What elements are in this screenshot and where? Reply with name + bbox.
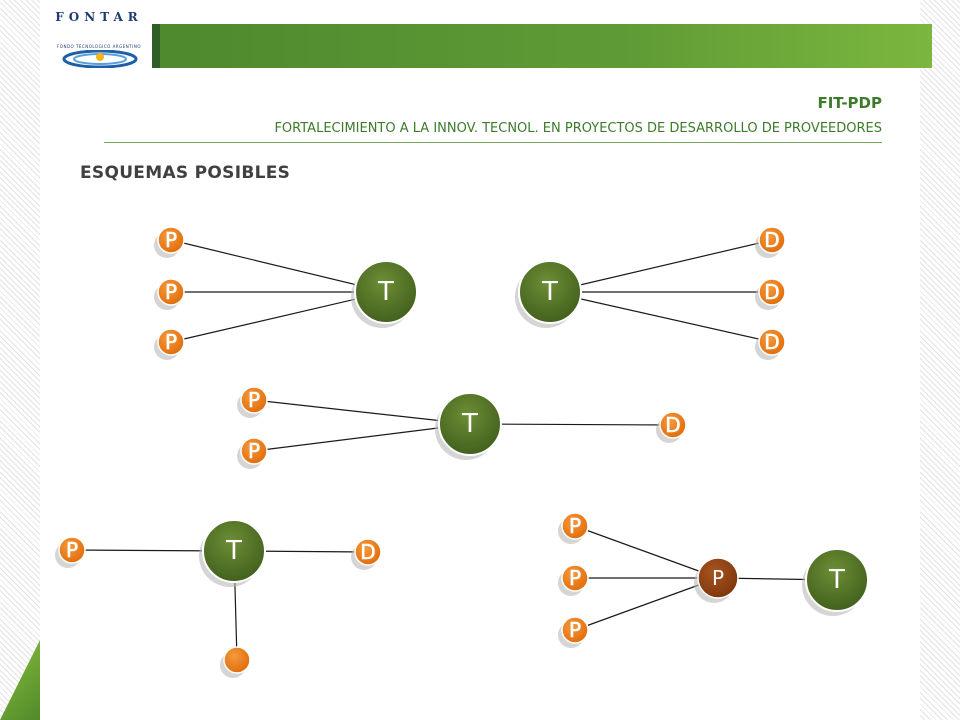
connector-lines (71, 239, 838, 661)
node-p: P (558, 616, 589, 648)
node-circle (240, 437, 268, 465)
left-hatch-border (0, 0, 40, 720)
node-circle (518, 260, 582, 324)
node-t: T (515, 260, 582, 328)
fontar-logo: FONTAR FONDO TECNOLOGICO ARGENTINO (46, 8, 152, 70)
node-p: P (558, 564, 589, 596)
node-label: D (764, 330, 779, 354)
node-circle (758, 226, 786, 254)
connector-line (253, 423, 471, 452)
connector-line (574, 577, 719, 631)
node-t: T (199, 519, 266, 587)
node-p: P (154, 328, 185, 360)
node-label: P (248, 439, 260, 463)
node-p: P (558, 512, 589, 544)
node-circle (561, 616, 589, 644)
node-p: P (237, 437, 268, 469)
node-p: P (694, 557, 739, 603)
node-circle (659, 411, 687, 439)
node-circle (758, 278, 786, 306)
node-circle (157, 328, 185, 356)
node-circles: P P P T T D D D P P T D P T D P P P P T (55, 226, 869, 678)
node-label: D (665, 413, 680, 437)
node-label: P (165, 330, 177, 354)
logo-wordmark: FONTAR (55, 10, 143, 24)
connector-line (574, 525, 719, 579)
node-label: D (764, 228, 779, 252)
node-circle (561, 564, 589, 592)
node-label: P (165, 228, 177, 252)
node-label: T (541, 277, 558, 307)
node-circle (561, 512, 589, 540)
node-label: P (165, 280, 177, 304)
node-p: P (55, 536, 86, 568)
header-green-bar (152, 24, 932, 68)
node-circle (157, 278, 185, 306)
node-d: D (351, 538, 382, 570)
node-label: D (764, 280, 779, 304)
section-heading: ESQUEMAS POSIBLES (80, 163, 291, 183)
node-label: P (569, 566, 581, 590)
node-label: T (377, 277, 394, 307)
node-label: D (360, 540, 375, 564)
node-circle (202, 519, 266, 583)
node-blank (220, 646, 251, 678)
node-circle (805, 548, 869, 612)
node-label: P (712, 566, 724, 590)
connector-line (469, 423, 674, 426)
node-label: P (569, 514, 581, 538)
node-circle (240, 386, 268, 414)
page-subtitle: FORTALECIMIENTO A LA INNOV. TECNOL. EN P… (274, 121, 882, 136)
node-label: P (66, 538, 78, 562)
node-label: T (225, 536, 242, 566)
node-t: T (802, 548, 869, 616)
node-circle (58, 536, 86, 564)
node-circle (438, 392, 502, 456)
node-p: P (237, 386, 268, 418)
node-label: P (248, 388, 260, 412)
connector-line (170, 239, 387, 293)
node-t: T (435, 392, 502, 460)
node-p: P (154, 226, 185, 258)
node-circle (354, 260, 418, 324)
connector-line (253, 399, 471, 425)
node-d: D (755, 226, 786, 258)
node-label: T (461, 409, 478, 439)
node-p: P (154, 278, 185, 310)
node-label: T (828, 565, 845, 595)
connector-line (170, 291, 387, 343)
right-hatch-border (920, 0, 960, 720)
node-circle (354, 538, 382, 566)
node-d: D (755, 278, 786, 310)
connector-line (549, 239, 773, 293)
node-circle (223, 646, 251, 674)
node-label: P (569, 618, 581, 642)
title-divider (104, 142, 882, 143)
node-d: D (755, 328, 786, 360)
node-circle (758, 328, 786, 356)
node-t: T (351, 260, 418, 328)
page-title: FIT-PDP (817, 94, 882, 112)
sun-emblem-icon (62, 50, 138, 68)
node-circle (697, 557, 739, 599)
logo-tagline: FONDO TECNOLOGICO ARGENTINO (57, 44, 141, 49)
node-circle (157, 226, 185, 254)
connector-line (549, 291, 773, 343)
node-d: D (656, 411, 687, 443)
